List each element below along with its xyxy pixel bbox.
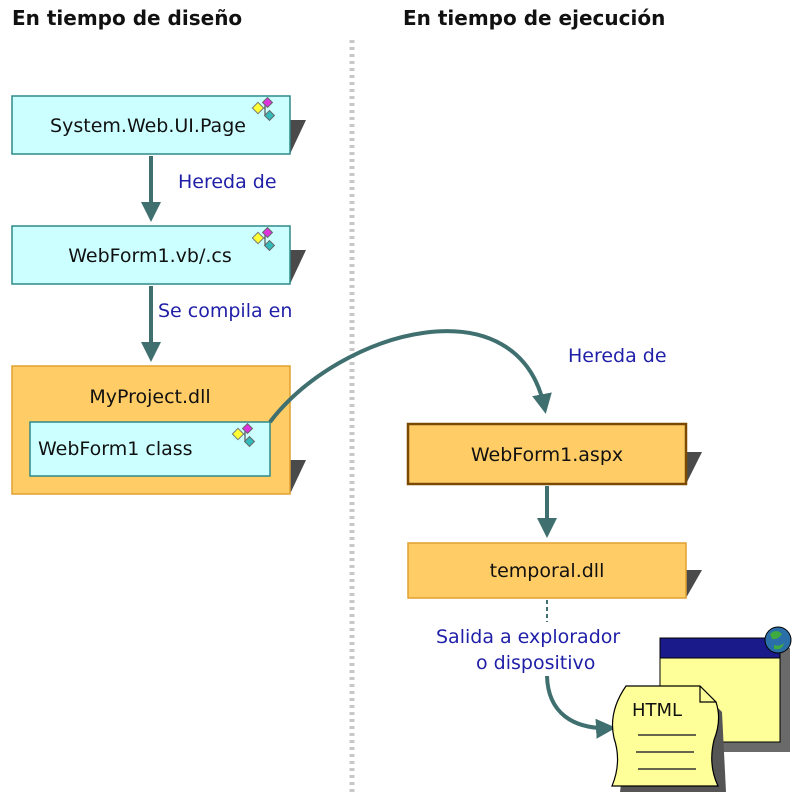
system-page-node: System.Web.UI.Page	[11, 95, 306, 155]
node-label: System.Web.UI.Page	[50, 115, 246, 137]
node-label: WebForm1.aspx	[471, 444, 623, 466]
compiles-label: Se compila en	[158, 300, 292, 322]
node-label: MyProject.dll	[89, 386, 210, 408]
output-label-line1: Salida a explorador	[436, 626, 620, 648]
document-fold	[699, 686, 716, 703]
node-box	[11, 95, 291, 155]
node-label: WebForm1 class	[38, 438, 193, 460]
node-box	[29, 421, 271, 477]
shadow	[290, 250, 306, 284]
heading-run-time: En tiempo de ejecución	[403, 6, 665, 30]
window-title-bar	[659, 637, 781, 659]
node-box	[406, 422, 688, 486]
html-label: HTML	[632, 700, 682, 721]
shadow	[686, 570, 702, 598]
temporal-dll-node: temporal.dll	[407, 542, 702, 599]
heading-design-time: En tiempo de diseño	[12, 6, 242, 30]
webform-aspx-node: WebForm1.aspx	[406, 422, 702, 486]
shadow	[290, 120, 306, 154]
node-label: temporal.dll	[490, 560, 605, 582]
inherits-arrow-2	[268, 329, 552, 424]
node-box	[11, 225, 291, 285]
output-label-line2: o dispositivo	[476, 652, 595, 674]
html-document-icon: HTML	[611, 685, 726, 792]
shadow	[290, 460, 306, 494]
myproject-dll-node: MyProject.dll WebForm1 class	[11, 365, 306, 495]
output-arrow	[545, 675, 616, 739]
inherits-label-1: Hereda de	[178, 171, 277, 193]
webform-class-node: WebForm1 class	[29, 421, 271, 477]
globe-icon	[764, 626, 792, 654]
node-box	[407, 542, 687, 599]
webform-code-node: WebForm1.vb/.cs	[11, 225, 306, 285]
inherits-label-2: Hereda de	[568, 345, 667, 367]
document-page	[611, 685, 720, 787]
shadow	[686, 452, 702, 484]
node-label: WebForm1.vb/.cs	[68, 245, 232, 267]
